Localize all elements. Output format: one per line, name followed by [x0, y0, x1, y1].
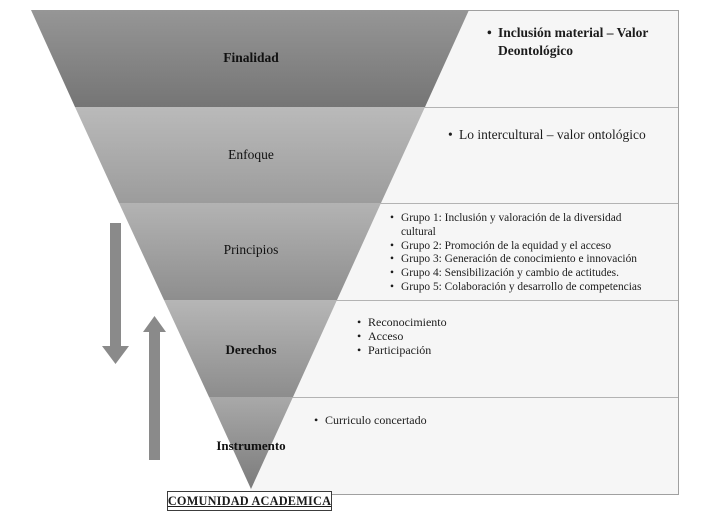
list-item: • Inclusión material – Valor Deontológic… [487, 24, 679, 60]
bullet-icon: • [390, 239, 394, 252]
bullet-icon: • [390, 267, 394, 280]
panel-text: Inclusión material – Valor Deontológico [498, 25, 649, 58]
bullet-icon: • [357, 342, 362, 357]
down-arrow-icon [102, 223, 129, 364]
panel-text: Grupo 2: Promoción de la equidad y el ac… [401, 239, 612, 252]
panel-text: Reconocimiento [368, 315, 447, 329]
bullet-icon: • [314, 413, 319, 427]
panel-row-derechos: • Reconocimiento • Acceso • Participació… [357, 315, 557, 358]
list-item: • Lo intercultural – valor ontológico [448, 126, 678, 143]
list-item: • Grupo 4: Sensibilización y cambio de a… [390, 267, 656, 281]
panel-row-principios: • Grupo 1: Inclusión y valoración de la … [390, 212, 656, 295]
row-divider [250, 107, 678, 108]
panel-row-enfoque: • Lo intercultural – valor ontológico [448, 126, 678, 143]
list-item: • Participación [357, 342, 557, 358]
pyramid-label-principios: Principios [223, 242, 279, 257]
panel-text: Acceso [368, 328, 404, 343]
list-item: • Grupo 1: Inclusión y valoración de la … [390, 212, 656, 240]
list-item: • Grupo 5: Colaboración y desarrollo de … [390, 281, 656, 295]
bullet-icon: • [448, 127, 453, 142]
list-item: • Grupo 3: Generación de conocimiento e … [390, 253, 656, 267]
panel-row-instrumento: • Curriculo concertado [314, 413, 534, 427]
panel-text: Curriculo concertado [325, 413, 427, 427]
panel-row-finalidad: • Inclusión material – Valor Deontológic… [487, 24, 679, 60]
panel-text: Grupo 4: Sensibilización y cambio de act… [401, 267, 619, 280]
bullet-icon: • [390, 212, 394, 224]
list-item: • Reconocimiento [357, 315, 557, 330]
up-arrow-icon [143, 316, 166, 460]
row-divider [250, 300, 678, 301]
comunidad-academica-box: COMUNIDAD ACADEMICA [167, 491, 332, 511]
comunidad-academica-label: COMUNIDAD ACADEMICA [167, 494, 332, 508]
list-item: • Curriculo concertado [314, 413, 534, 427]
bullet-icon: • [487, 25, 492, 40]
panel-text: Grupo 3: Generación de conocimiento e in… [401, 253, 637, 266]
bullet-icon: • [357, 328, 362, 343]
pyramid-label-finalidad: Finalidad [223, 50, 279, 65]
bullet-icon: • [390, 253, 394, 266]
row-divider [250, 203, 678, 204]
row-divider [250, 397, 678, 398]
list-item: • Acceso [357, 328, 557, 344]
pyramid-label-enfoque: Enfoque [228, 147, 274, 162]
bullet-icon: • [357, 315, 362, 329]
pyramid-label-instrumento: Instrumento [216, 438, 286, 453]
bullet-icon: • [390, 280, 394, 293]
panel-text: Participación [368, 342, 432, 357]
panel-text: Grupo 5: Colaboración y desarrollo de co… [401, 280, 642, 293]
panel-text: Grupo 1: Inclusión y valoración de la di… [401, 212, 622, 238]
list-item: • Grupo 2: Promoción de la equidad y el … [390, 240, 656, 254]
panel-text: Lo intercultural – valor ontológico [459, 127, 646, 142]
pyramid-label-derechos: Derechos [225, 342, 277, 357]
